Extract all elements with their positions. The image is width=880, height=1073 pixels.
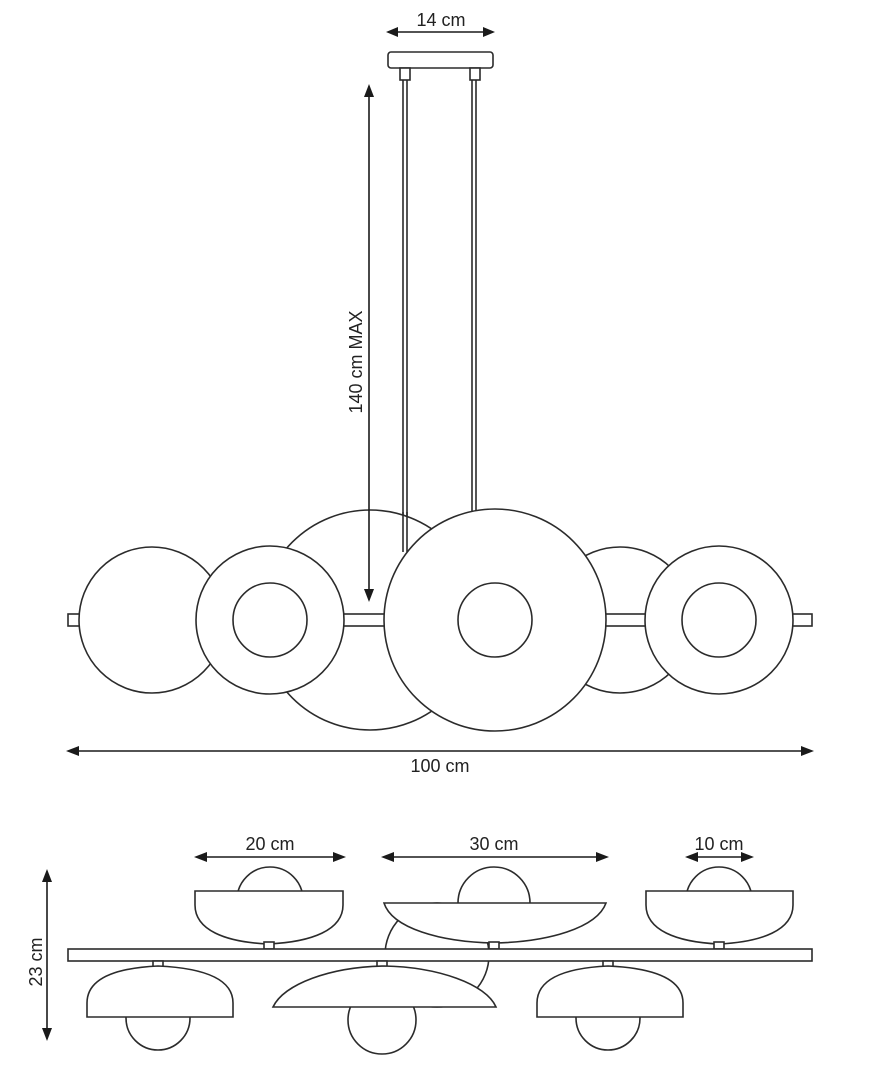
- label-side-height: 23 cm: [26, 937, 46, 986]
- side-mounting-bar: [67, 948, 813, 962]
- label-shade-small-left: 20 cm: [245, 834, 294, 854]
- label-canopy-width: 14 cm: [416, 10, 465, 30]
- label-total-width: 100 cm: [410, 756, 469, 776]
- shade-top-right: [645, 890, 794, 945]
- mounting-bar-segment: [599, 613, 649, 627]
- ceiling-canopy: [387, 51, 494, 81]
- dimension-canopy-width: 14 cm: [386, 10, 495, 37]
- front-view: [67, 51, 813, 732]
- shade-mount: [488, 941, 500, 950]
- shade-bottom-left: [86, 965, 234, 1018]
- dimension-shade-small-right: 10 cm: [685, 834, 754, 862]
- side-view: [67, 866, 813, 1055]
- dimension-shade-small-left: 20 cm: [194, 834, 346, 862]
- shade-bottom-center: [271, 965, 498, 1008]
- disc-front-center: [383, 508, 607, 732]
- disc-front-right: [644, 545, 794, 695]
- label-shade-small-right: 10 cm: [694, 834, 743, 854]
- disc-front-left: [195, 545, 345, 695]
- label-shade-large: 30 cm: [469, 834, 518, 854]
- dimension-side-height: 23 cm: [26, 869, 52, 1041]
- shade-bottom-right: [536, 965, 684, 1018]
- shade-top-left: [194, 890, 344, 945]
- dimension-total-width: 100 cm: [66, 746, 814, 776]
- shade-mount: [263, 941, 275, 950]
- dimension-shade-large: 30 cm: [381, 834, 609, 862]
- shade-mount: [713, 941, 725, 950]
- label-max-height: 140 cm MAX: [346, 310, 366, 413]
- suspension-wires: [402, 80, 477, 552]
- dimension-max-height: 140 cm MAX: [346, 84, 374, 602]
